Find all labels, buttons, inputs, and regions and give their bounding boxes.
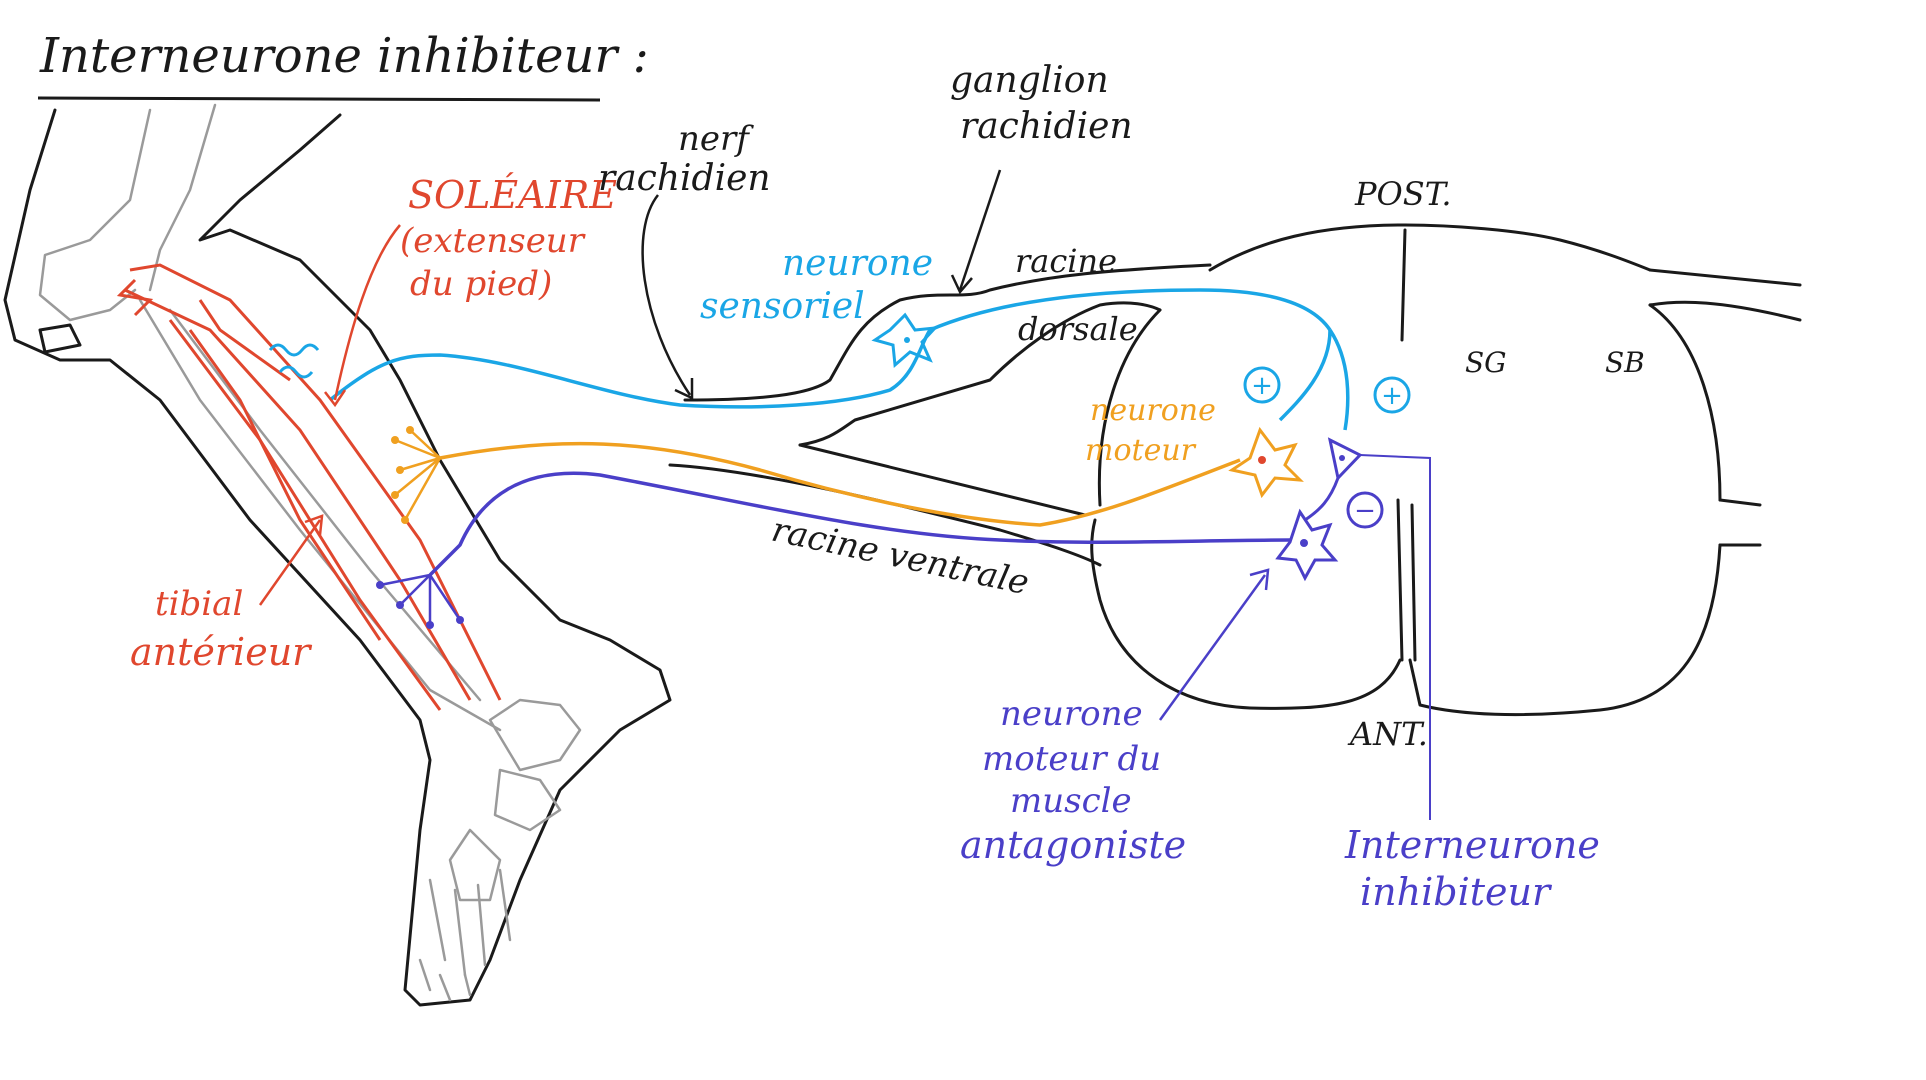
label-sg: SG	[1465, 346, 1507, 379]
label-neurone-sensoriel-2: sensoriel	[700, 286, 865, 327]
label-neurone-moteur-2: moteur	[1085, 433, 1197, 468]
synapse-excitatory-1: +	[1243, 366, 1281, 404]
label-antagoniste-4: antagoniste	[960, 823, 1186, 867]
sensory-cell-body	[871, 312, 939, 369]
soleus-muscle	[116, 263, 502, 711]
leg-outline	[3, 108, 672, 1007]
label-ganglion-rachidien: rachidien	[960, 106, 1133, 147]
label-soleaire: SOLÉAIRE	[408, 173, 617, 217]
dorsal-root	[683, 263, 1212, 517]
label-nerf: nerf	[678, 119, 754, 159]
inhibitory-interneuron	[1304, 437, 1431, 820]
label-antagoniste-2: moteur du	[982, 739, 1161, 779]
label-anterieur: antérieur	[130, 630, 313, 674]
label-sb: SB	[1605, 346, 1645, 379]
label-soleaire-line2: (extenseur	[400, 221, 586, 261]
label-interneurone-1: Interneurone	[1344, 823, 1600, 867]
plus-sign-2: +	[1381, 381, 1403, 411]
motor-cell-body	[1228, 426, 1304, 499]
label-ganglion: ganglion	[950, 60, 1109, 101]
ventral-root	[668, 463, 1102, 567]
antagonist-cell-body	[1275, 508, 1339, 582]
synapse-inhibitory: −	[1346, 491, 1384, 529]
pointer-arrows	[641, 169, 1002, 400]
page-title: Interneurone inhibiteur :	[39, 28, 649, 84]
leg-bones	[38, 103, 582, 1002]
label-antagoniste-3: muscle	[1010, 781, 1132, 821]
motor-neuron	[391, 426, 1304, 527]
label-tibial: tibial	[155, 584, 243, 624]
label-racine-dorsale-1: racine	[1015, 242, 1117, 280]
label-post: POST.	[1354, 175, 1452, 213]
label-racine-dorsale-2: dorsale	[1018, 310, 1138, 348]
synapse-excitatory-2: +	[1373, 376, 1411, 414]
red-pointers	[258, 224, 401, 606]
sensory-neuron	[268, 288, 1350, 431]
tibialis-anterior-muscle	[188, 329, 382, 641]
plus-sign-1: +	[1251, 371, 1273, 401]
label-antagoniste-1: neurone	[1000, 694, 1143, 734]
label-ant: ANT.	[1347, 715, 1428, 753]
spinal-cord	[1090, 223, 1802, 717]
title-underline	[37, 96, 601, 102]
antagonist-motor-neuron	[376, 471, 1339, 721]
label-neurone-sensoriel-1: neurone	[782, 243, 933, 284]
label-neurone-moteur-1: neurone	[1090, 393, 1216, 428]
label-soleaire-line3: du pied)	[410, 264, 552, 304]
label-nerf-rachidien: rachidien	[598, 158, 771, 199]
label-racine-ventrale: racine ventrale	[768, 510, 1032, 604]
minus-sign: −	[1354, 496, 1376, 526]
label-interneurone-2: inhibiteur	[1360, 870, 1553, 914]
